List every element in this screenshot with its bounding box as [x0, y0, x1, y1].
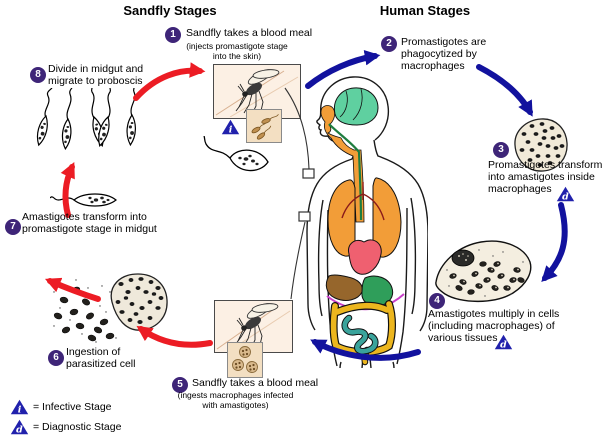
stage-3-number: 3 [493, 142, 509, 158]
diagnostic-stage-icon-4: d [494, 334, 513, 350]
heart-illustration [347, 239, 382, 275]
stage-4-label: Amastigotes multiply in cells (including… [428, 308, 560, 345]
legend-row-infective: i = Infective Stage [10, 397, 121, 416]
sandfly-illustration-1 [215, 69, 299, 117]
promastigotes-group-illustration [34, 88, 137, 150]
arrow-1-to-2 [305, 50, 381, 89]
stage-6-number: 6 [48, 350, 64, 366]
arrow-3-to-4 [541, 202, 568, 282]
injected-promastigotes-illustration [251, 114, 279, 140]
arrow-6-to-7 [44, 277, 101, 302]
infected-cell-illustration [435, 240, 532, 303]
stage-2-number: 2 [381, 36, 397, 52]
infective-stage-icon: i [221, 119, 240, 135]
stage-4-number: 4 [429, 293, 445, 309]
stage-1-sublabel: (injects promastigote stage into the ski… [186, 41, 288, 62]
small-intestine-illustration [341, 314, 379, 355]
diagnostic-legend-icon: d [10, 419, 29, 435]
promastigote-skin-illustration [203, 136, 269, 172]
diagnostic-legend-label: = Diagnostic Stage [33, 420, 122, 433]
esophagus-illustration [320, 105, 365, 223]
legend-row-diagnostic: d = Diagnostic Stage [10, 417, 121, 435]
arrow-4-to-5 [310, 339, 421, 361]
sandfly-stage-arrows [44, 62, 213, 348]
diagnostic-stage-icon-3: d [556, 186, 575, 202]
promastigote-inset-box-1 [246, 109, 282, 143]
skin-site-marker-upper [302, 168, 315, 179]
stage-2-label: Promastigotes are phagocytized by macrop… [401, 36, 487, 73]
arrow-5-to-6 [136, 325, 213, 348]
arrow-7-to-8 [60, 162, 75, 218]
human-stages-title: Human Stages [379, 3, 471, 18]
cell-nucleus [451, 249, 475, 267]
svg-text:d: d [562, 192, 569, 203]
sandfly-stages-title: Sandfly Stages [123, 3, 217, 18]
stage-1-label: Sandfly takes a blood meal [186, 27, 313, 39]
stage-8-number: 8 [30, 67, 46, 83]
amastigotes-in-cell [449, 261, 525, 295]
stage-6-label: Ingestion of parasitized cell [66, 346, 136, 371]
arrow-2-to-3 [476, 64, 533, 117]
brain-illustration [333, 87, 379, 126]
stage-7-label: Amastigotes transform into promastigote … [22, 211, 157, 236]
amastigotes-scattered [53, 286, 115, 342]
parasitized-cell-illustration [53, 273, 168, 343]
infective-legend-label: = Infective Stage [33, 400, 112, 413]
flagella [44, 88, 136, 121]
stage-1-number: 1 [165, 27, 181, 43]
stage-5-sublabel: (ingests macrophages infected with amast… [177, 390, 294, 411]
stage-5-label: Sandfly takes a blood meal [192, 377, 319, 389]
ingested-macrophages-illustration [232, 346, 258, 373]
skin-site-marker-lower [298, 211, 311, 222]
stage-3-label: Promastigotes transform into amastigotes… [488, 159, 603, 196]
skin-site-connector-lines [284, 87, 310, 300]
svg-text:i: i [229, 125, 233, 136]
legend: i = Infective Stage d = Diagnostic Stage [10, 397, 121, 435]
svg-text:i: i [18, 404, 22, 415]
stage-7-number: 7 [5, 219, 21, 235]
macrophage-illustration [514, 118, 568, 172]
stage-8-label: Divide in midgut and migrate to probosci… [48, 63, 144, 88]
svg-text:d: d [500, 340, 507, 351]
lungs-illustration [327, 177, 402, 258]
arrow-8-to-1 [133, 62, 206, 101]
human-stage-arrows [305, 50, 568, 361]
stage-5-number: 5 [172, 377, 188, 393]
svg-text:d: d [16, 424, 23, 435]
macrophage-inset-box-5 [227, 342, 263, 378]
infective-legend-icon: i [10, 399, 29, 415]
